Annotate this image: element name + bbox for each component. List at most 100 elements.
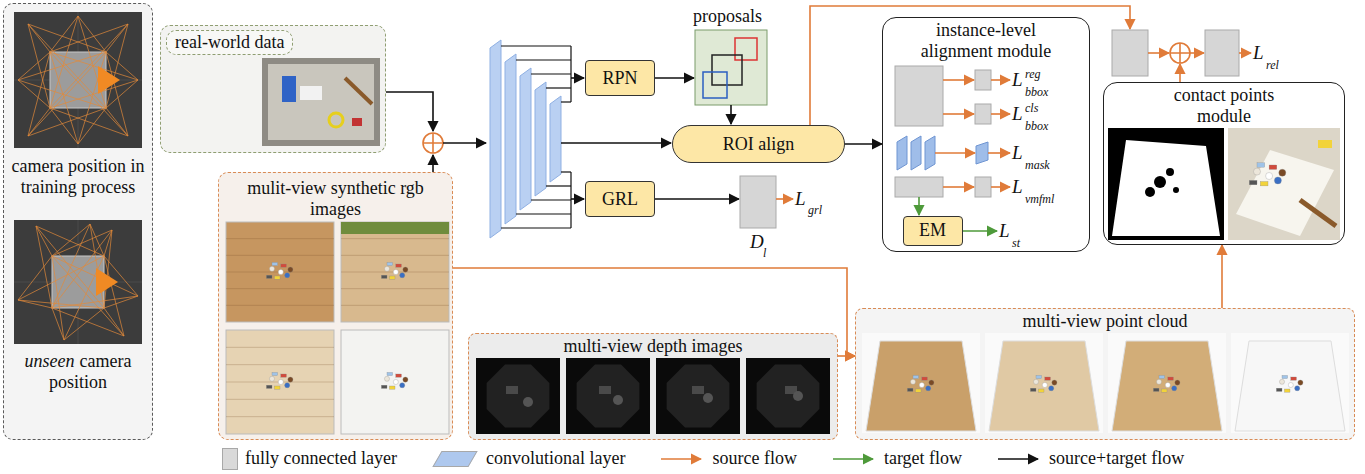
label-slot: mask — [1025, 155, 1050, 173]
contact-image — [1249, 180, 1257, 184]
depth-image — [667, 365, 730, 428]
photo — [329, 113, 343, 127]
point-cloud-image — [919, 382, 924, 387]
camera-illustration — [52, 256, 64, 340]
data-panel: multi-view depth images — [468, 333, 838, 440]
contact-image — [1236, 150, 1334, 236]
box-label: RPN — [602, 68, 637, 88]
camera-illustration — [50, 52, 128, 136]
panel-ground — [160, 25, 386, 153]
camera-illustration — [50, 108, 128, 136]
contact-image — [1166, 168, 1174, 176]
point-cloud-image — [1161, 389, 1167, 392]
feature-line — [516, 59, 571, 60]
synthetic-image — [387, 262, 393, 265]
relation-branch — [1170, 43, 1190, 63]
camera-illustration — [52, 296, 138, 308]
proposals-image — [735, 38, 757, 60]
camera-illustration — [14, 220, 142, 344]
text-slot: instance-level alignment module — [911, 20, 1061, 61]
flow-line — [423, 133, 443, 153]
legend-item: convolutional layer — [431, 449, 625, 469]
relation-branch — [810, 6, 1251, 125]
camera-illustration — [18, 300, 52, 308]
legend-text: source flow — [712, 449, 796, 469]
synthetic-image — [226, 364, 334, 365]
module-layer — [925, 136, 935, 170]
synthetic-image — [226, 399, 334, 400]
depth-image — [523, 397, 533, 407]
module-layer — [943, 186, 974, 188]
synthetic-image — [226, 347, 334, 348]
label-slot: cls — [1025, 98, 1038, 116]
panel-ground — [218, 172, 453, 440]
point-cloud-image — [1288, 382, 1293, 387]
synthetic-image — [281, 374, 287, 377]
synthetic-image — [341, 288, 449, 289]
point-cloud-image — [985, 333, 1103, 433]
point-cloud-image — [1159, 375, 1165, 378]
point-cloud-image — [1295, 386, 1300, 391]
feature-line — [501, 46, 671, 228]
synthetic-image — [341, 222, 449, 322]
label-slot: L — [795, 189, 806, 209]
panel-heading: instance-level alignment module — [921, 20, 1051, 61]
process-box: EM — [903, 216, 963, 246]
panel-heading: real-world data — [166, 30, 293, 55]
label-slot: proposals — [693, 7, 762, 27]
relation-branch — [1112, 30, 1148, 76]
label-slot: reg — [1025, 64, 1041, 82]
flow-arrow — [453, 268, 855, 356]
subscript: l — [763, 246, 766, 260]
point-cloud-image — [1049, 386, 1054, 391]
synthetic-image — [393, 379, 398, 384]
synthetic-image — [341, 330, 449, 434]
camera-illustration — [28, 24, 106, 52]
relation-branch — [1205, 30, 1239, 76]
camera-illustration — [28, 108, 106, 136]
loss-symbol: L — [795, 188, 806, 209]
synthetic-image — [226, 222, 334, 322]
depth-image — [692, 386, 704, 394]
backbone-layer — [550, 96, 561, 182]
process-box: ROI align — [672, 125, 845, 163]
panel-heading: mulit-view synthetic rgb images — [247, 178, 424, 219]
camera-illustration — [14, 220, 142, 344]
camera-illustration — [104, 256, 124, 336]
camera-illustration — [52, 230, 112, 256]
legend-item: source flow — [659, 449, 796, 469]
point-cloud-image — [1112, 341, 1222, 431]
camera-illustration — [36, 226, 52, 308]
camera-illustration — [106, 24, 128, 108]
synthetic-image — [381, 275, 387, 278]
subscript: bbox — [1025, 85, 1048, 99]
camera-illustration — [98, 66, 120, 94]
feature-line — [501, 45, 571, 46]
point-cloud-image — [922, 377, 928, 380]
synthetic-image — [387, 372, 393, 375]
contact-image — [1108, 128, 1224, 240]
synthetic-image — [384, 376, 389, 381]
camera-illustration — [78, 16, 106, 52]
superscript: cls — [1025, 101, 1038, 115]
legend-text: fully connected layer — [245, 449, 397, 469]
legend-swatch — [432, 451, 477, 467]
text-slot: multi-view point cloud — [955, 311, 1255, 332]
camera-illustration — [50, 16, 78, 52]
module-box: instance-level alignment moduleEM — [882, 17, 1090, 252]
synthetic-image — [269, 376, 274, 381]
feature-line — [516, 213, 571, 214]
panel-ground — [3, 3, 1355, 440]
process-box: RPN — [585, 60, 655, 96]
box-label: ROI align — [723, 134, 795, 154]
label-slot: st — [1012, 233, 1020, 251]
point-cloud-image — [1279, 379, 1284, 384]
fc-layer — [655, 176, 793, 228]
camera-illustration — [36, 226, 52, 256]
photo — [282, 76, 296, 102]
point-cloud-image — [1052, 380, 1057, 385]
depth-image — [566, 358, 650, 434]
data-panel: real-world data — [160, 25, 386, 153]
